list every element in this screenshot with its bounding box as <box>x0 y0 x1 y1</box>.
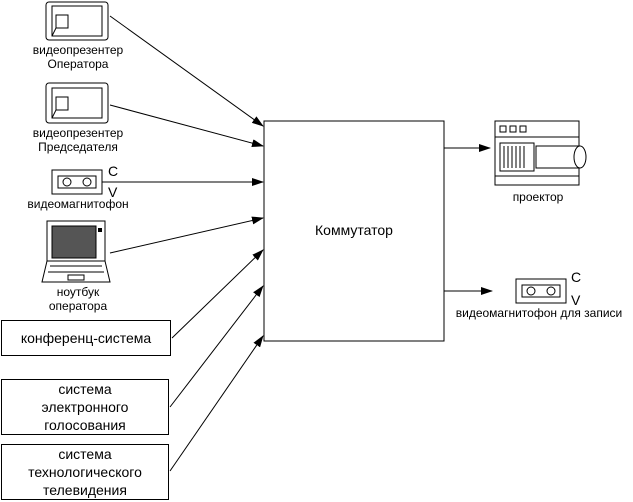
projector-icon <box>494 120 587 186</box>
arrow-tv <box>169 335 264 472</box>
laptop-icon <box>41 220 111 283</box>
presenter-chair-line2: Председателя <box>38 140 118 154</box>
presenter-operator-label: видеопрезентер Оператора <box>20 43 136 71</box>
tv-line3: телевидения <box>43 482 127 498</box>
presenter-operator-icon <box>45 1 109 41</box>
arrow-presenter-operator <box>109 15 264 127</box>
switcher-box <box>263 120 445 342</box>
conference-system-label: конференц-система <box>20 330 152 346</box>
presenter-operator-line2: Оператора <box>47 57 109 71</box>
laptop-line1: ноутбук <box>56 285 100 299</box>
vcr-in-label: видеомагнитофон <box>27 197 129 211</box>
voting-line2: электронного <box>41 399 129 415</box>
switcher-label: Коммутатор <box>315 222 393 238</box>
vcr-out-label: видеомагнитофон для записи <box>455 306 623 320</box>
presenter-chair-line1: видеопрезентер <box>32 126 124 140</box>
vcr-in-signal-v: V <box>108 184 118 200</box>
arrow-laptop <box>109 216 264 254</box>
presenter-operator-line1: видеопрезентер <box>32 43 124 57</box>
voting-line3: голосования <box>44 417 126 433</box>
presenter-chair-label: видеопрезентер Председателя <box>20 126 136 154</box>
laptop-label: ноутбук оператора <box>20 285 136 313</box>
presenter-chair-icon <box>45 82 109 124</box>
vcr-out-signal-v: V <box>571 292 581 308</box>
tv-line1: система <box>58 446 112 462</box>
projector-label: проектор <box>512 190 564 204</box>
voting-system-box: система электронного голосования <box>1 379 169 435</box>
vcr-cassette-icon <box>51 169 103 195</box>
arrow-presenter-chair <box>109 104 264 148</box>
arrow-conference <box>171 249 264 339</box>
voting-line1: система <box>58 381 112 397</box>
conference-system-box: конференц-система <box>1 320 171 356</box>
arrow-voting <box>169 285 264 408</box>
tv-line2: технологического <box>28 464 142 480</box>
vcr-out-signal-c: C <box>571 269 582 285</box>
tv-system-box: система технологического телевидения <box>1 444 169 500</box>
vcr-in-signal-c: C <box>108 163 119 179</box>
laptop-line2: оператора <box>48 299 108 313</box>
vcr-record-icon <box>515 278 567 304</box>
